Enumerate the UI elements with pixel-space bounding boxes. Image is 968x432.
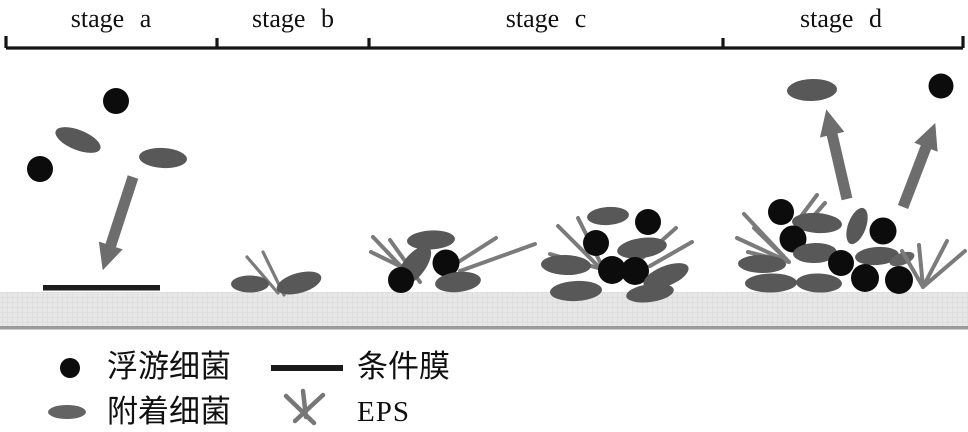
- attached-bacterium-icon: [550, 280, 602, 302]
- dispersal-arrow-icon: [897, 122, 938, 209]
- stage-d-label: stage d: [800, 4, 882, 33]
- stage-b-label: stage b: [252, 4, 334, 33]
- attached-bacterium-icon: [626, 283, 674, 303]
- legend-label-conditioning-film: 条件膜: [357, 349, 450, 384]
- eps-strands-icon: [735, 212, 791, 264]
- legend-label-planktonic: 浮游细菌: [107, 349, 231, 384]
- attached-bacterium-icon: [846, 207, 868, 245]
- attached-bacterium-icon: [617, 237, 667, 259]
- surface-bar: [0, 292, 968, 326]
- planktonic-bacterium-icon: [851, 264, 879, 292]
- legend-label-eps: EPS: [357, 396, 410, 428]
- stage-a-illustration: [27, 88, 187, 291]
- eps-strands-icon: [900, 239, 967, 289]
- stage-c-illustration: [369, 206, 694, 303]
- dispersal-arrow-icon: [819, 109, 853, 201]
- planktonic-bacterium-icon: [768, 199, 794, 225]
- attached-bacterium-icon: [792, 212, 842, 234]
- stage-a-label: stage a: [71, 4, 152, 33]
- planktonic-bacterium-icon: [779, 225, 807, 253]
- legend-label-attached: 附着细菌: [107, 394, 231, 429]
- planktonic-bacterium-icon: [583, 230, 609, 256]
- attached-bacterium-icon: [435, 271, 481, 293]
- stage-bracket: [4, 36, 965, 50]
- attached-bacterium-icon: [745, 273, 797, 293]
- attachment-arrow-icon: [98, 175, 139, 271]
- conditioning-film: [43, 285, 160, 291]
- planktonic-bacterium-icon: [60, 358, 80, 378]
- attached-bacterium-icon: [541, 254, 591, 276]
- attached-bacterium-icon: [407, 230, 455, 250]
- planktonic-bacterium-icon: [27, 156, 53, 182]
- substrate-surface: [0, 292, 968, 330]
- planktonic-bacterium-icon: [621, 257, 649, 285]
- stage-b-illustration: [231, 250, 322, 297]
- stage-d-illustration: [735, 73, 967, 294]
- attached-bacterium-icon: [855, 246, 899, 266]
- attached-bacterium-icon: [139, 147, 187, 169]
- eps-icon: [283, 388, 326, 426]
- legend: 浮游细菌 条件膜 附着细菌 EPS: [48, 349, 450, 429]
- attached-bacterium-icon: [48, 405, 86, 419]
- attached-bacterium-icon: [738, 254, 786, 274]
- attached-bacterium-icon: [796, 273, 842, 293]
- planktonic-bacterium-icon: [388, 267, 414, 293]
- attached-bacterium-icon: [276, 271, 322, 295]
- surface-edge-line: [0, 326, 968, 330]
- attached-bacterium-icon: [231, 275, 269, 293]
- planktonic-bacterium-icon: [598, 256, 626, 284]
- attached-bacterium-icon: [643, 263, 689, 289]
- attached-bacterium-icon: [587, 206, 629, 226]
- planktonic-bacterium-icon: [828, 250, 854, 276]
- planktonic-bacterium-icon: [928, 73, 954, 99]
- planktonic-bacterium-icon: [103, 88, 129, 114]
- planktonic-bacterium-icon: [635, 209, 661, 235]
- attached-bacterium-icon: [787, 78, 837, 102]
- eps-strands-icon: [450, 236, 537, 273]
- planktonic-bacterium-icon: [432, 249, 460, 277]
- planktonic-bacterium-icon: [869, 217, 897, 245]
- attached-bacterium-icon: [793, 242, 837, 264]
- attached-bacterium-icon: [55, 127, 101, 153]
- stage-c-label: stage c: [506, 4, 586, 33]
- planktonic-bacterium-icon: [885, 266, 913, 294]
